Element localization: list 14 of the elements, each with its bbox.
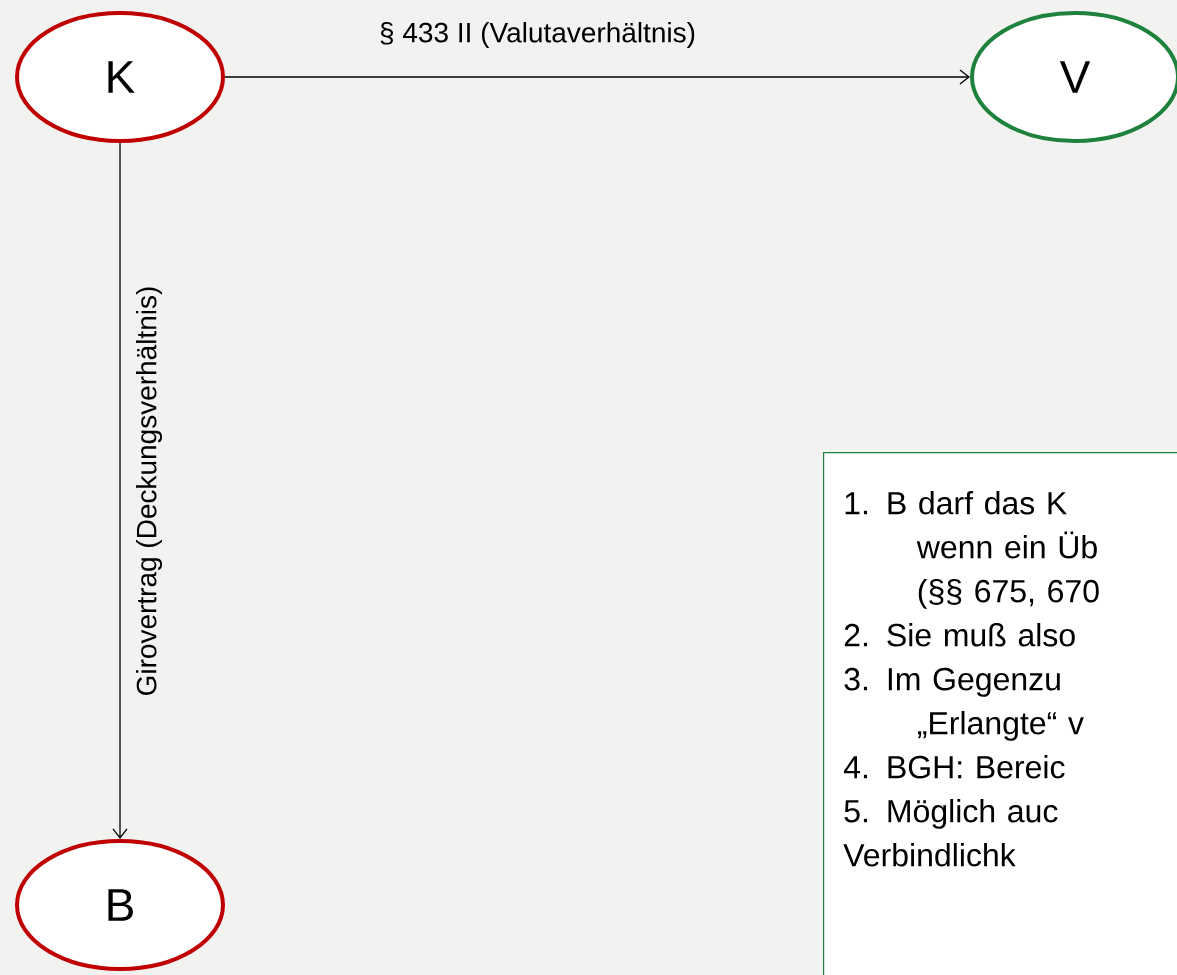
arrow [112, 142, 128, 839]
arrow [224, 69, 970, 85]
edge-label: Girovertrag (Deckungsverhältnis) [135, 287, 163, 695]
numbered-list: 1. B darf das K wenn ein Üb (§§ 675, 670 2. Sie muß also 3. Im Gegenzu „Erlangte“ v 4. BGH: Bereic 5. Möglich auc Verbindlichk [843, 491, 1099, 867]
ellipse-node: K [15, 11, 225, 143]
text-box [823, 452, 1177, 975]
node-label: 2. Sie muß also [844, 623, 1075, 647]
node-label: 4. BGH: Bereic [843, 755, 1065, 779]
ellipse-node: V [970, 11, 1177, 143]
node-label: 1. B darf das K wenn ein Üb (§§ 675, 670 [845, 491, 1099, 609]
node-label: 5. Möglich auc Verbindlichk [843, 799, 1058, 867]
node-label: 3. Im Gegenzu „Erlangte“ v [844, 667, 1084, 741]
ellipse-node: B [15, 839, 225, 971]
edge-label: § 433 II (Valutaverhältnis) [380, 21, 695, 49]
